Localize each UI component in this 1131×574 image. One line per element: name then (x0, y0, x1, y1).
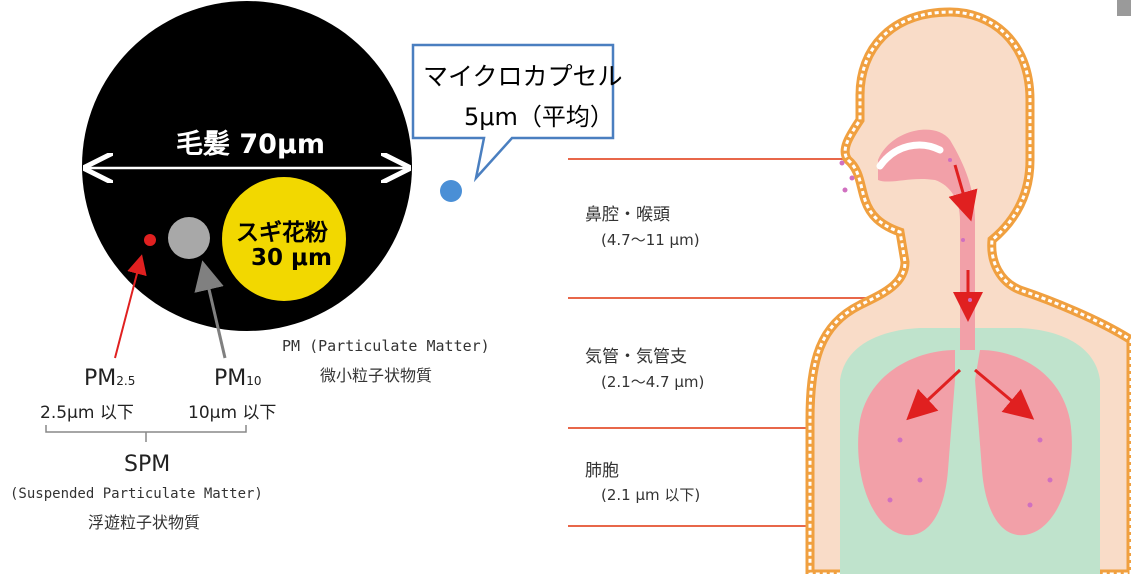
pm-definition: PM (Particulate Matter) (282, 337, 490, 355)
spm-definition: (Suspended Particulate Matter) (10, 486, 263, 502)
cedar-pollen-label: スギ花粉 (236, 220, 328, 246)
human-body-illustration (805, 7, 1131, 574)
pm10-circle (168, 217, 210, 259)
region-nasal-range: (4.7～11 μm) (601, 231, 700, 249)
pm25-dot (144, 234, 156, 246)
pm10-arrow (194, 260, 227, 359)
pm25-label-main: PM (84, 366, 117, 391)
microcapsule-size: 5μm（平均） (464, 103, 614, 131)
pm10-label: PM10 (214, 366, 262, 391)
region-alveoli-name: 肺胞 (585, 461, 619, 481)
pm25-label: PM2.5 (84, 366, 135, 391)
pm-japanese: 微小粒子状物質 (320, 366, 433, 385)
pm10-label-main: PM (214, 366, 247, 391)
microcapsule-callout (411, 43, 615, 183)
region-alveoli-range: (2.1 μm 以下) (601, 486, 701, 504)
cedar-pollen-size: 30 μm (251, 245, 332, 271)
region-nasal-name: 鼻腔・喉頭 (585, 205, 670, 225)
cedar-pollen-circle (222, 177, 346, 301)
pm10-label-sub: 10 (246, 374, 262, 388)
spm-japanese: 浮遊粒子状物質 (88, 513, 201, 532)
pm25-label-sub: 2.5 (116, 374, 136, 388)
region-trachea-name: 気管・気管支 (585, 347, 687, 367)
corner-tab (1117, 0, 1131, 16)
hair-label: 毛髪 70μm (176, 129, 325, 160)
region-trachea-range: (2.1～4.7 μm) (601, 373, 705, 391)
spm-bracket (45, 425, 247, 433)
pm25-arrow (114, 254, 147, 359)
microcapsule-dot (440, 180, 462, 202)
pm25-size: 2.5μm 以下 (40, 403, 134, 423)
pm10-size: 10μm 以下 (188, 403, 277, 423)
microcapsule-label: マイクロカプセル (423, 62, 623, 91)
spm-label: SPM (124, 452, 171, 477)
